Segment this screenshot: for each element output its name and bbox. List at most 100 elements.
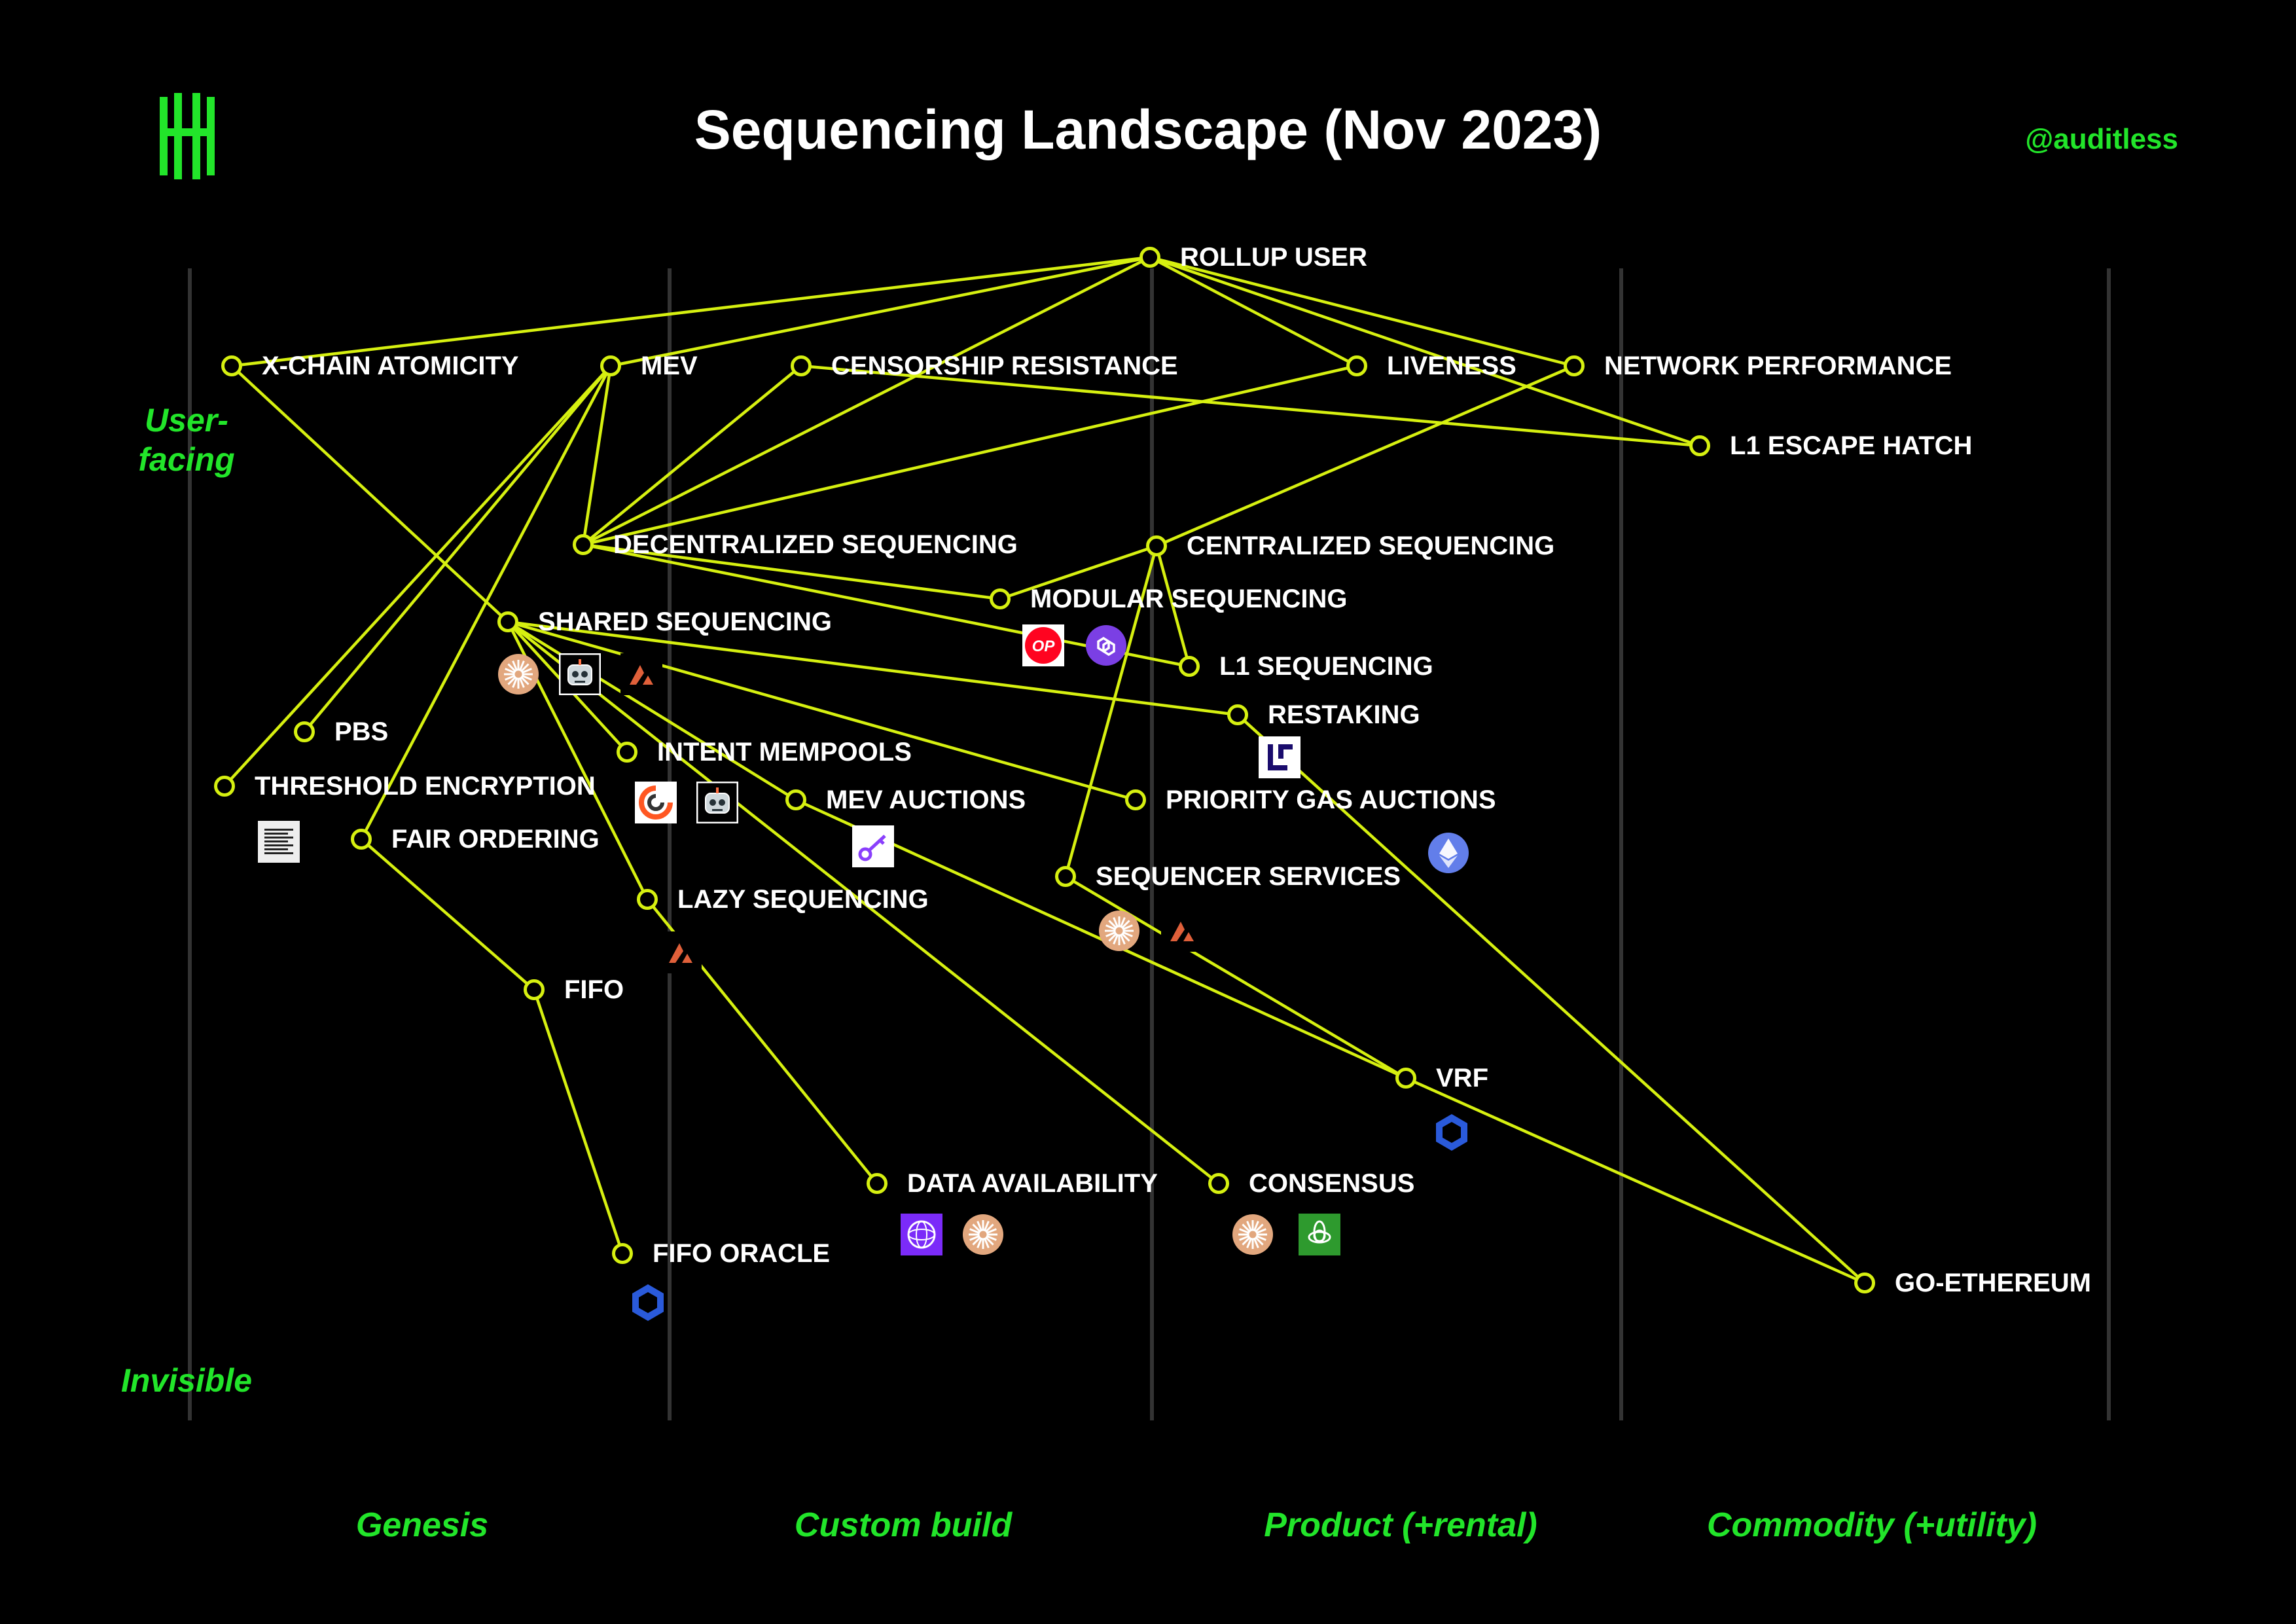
badge-consensus-tendermint xyxy=(1295,1210,1344,1259)
link-vrf-to-go-ethereum xyxy=(1405,1076,1865,1285)
stage-label-genesis: Genesis xyxy=(355,1506,489,1544)
badge-shared-robot xyxy=(556,650,604,698)
node-dot-fair-ordering xyxy=(351,829,372,850)
node-label-threshold-encryption: THRESHOLD ENCRYPTION xyxy=(255,772,596,801)
node-dot-decentralized-sequencing xyxy=(573,534,594,555)
node-dot-l1-escape-hatch xyxy=(1689,435,1710,456)
node-dot-vrf xyxy=(1395,1068,1416,1089)
link-sequencer-services-to-vrf xyxy=(1064,875,1407,1079)
astria-icon xyxy=(1161,910,1203,952)
node-dot-sequencer-services xyxy=(1055,866,1076,887)
badge-threshold-doc xyxy=(255,818,303,866)
link-rollup-user-to-mev xyxy=(610,255,1151,368)
badge-intent-anoma xyxy=(632,778,680,827)
node-label-pbs: PBS xyxy=(334,717,389,746)
node-dot-censorship-resistance xyxy=(791,355,812,376)
node-dot-l1-sequencing xyxy=(1179,656,1200,677)
node-label-fifo: FIFO xyxy=(564,975,624,1004)
node-label-centralized-sequencing: CENTRALIZED SEQUENCING xyxy=(1187,532,1555,560)
link-restaking-to-go-ethereum xyxy=(1236,713,1866,1284)
badge-consensus-sun xyxy=(1229,1210,1277,1259)
node-label-censorship-resistance: CENSORSHIP RESISTANCE xyxy=(831,352,1178,380)
node-label-mev-auctions: MEV AUCTIONS xyxy=(826,785,1026,814)
author-handle: @auditless xyxy=(2025,123,2178,155)
brand-logo xyxy=(157,93,217,179)
badge-modular-op: OP xyxy=(1019,621,1067,670)
node-dot-threshold-encryption xyxy=(214,776,235,797)
chainlink-icon xyxy=(632,1284,664,1321)
node-label-decentralized-sequencing: DECENTRALIZED SEQUENCING xyxy=(613,530,1018,559)
node-dot-fifo-oracle xyxy=(612,1243,633,1264)
robot-icon xyxy=(559,653,601,695)
node-dot-consensus xyxy=(1208,1173,1229,1194)
node-dot-intent-mempools xyxy=(617,742,637,763)
stage-gridlines xyxy=(188,268,2111,1420)
link-rollup-user-to-x-chain-atomicity xyxy=(231,255,1151,368)
link-rollup-user-to-network-performance xyxy=(1149,255,1575,368)
link-censorship-resistance-to-l1-escape-hatch xyxy=(800,364,1700,448)
link-liveness-to-decentralized-sequencing xyxy=(583,364,1357,547)
link-centralized-sequencing-to-l1-sequencing xyxy=(1155,545,1191,667)
sun-burst-icon xyxy=(1232,1214,1273,1255)
link-network-performance-to-centralized-sequencing xyxy=(1156,364,1575,548)
link-rollup-user-to-l1-escape-hatch xyxy=(1149,255,1700,448)
celestia-icon xyxy=(901,1214,942,1255)
badge-da-sun xyxy=(959,1210,1007,1259)
node-dot-shared-sequencing xyxy=(497,611,518,632)
document-icon xyxy=(258,821,300,863)
link-shared-sequencing-to-restaking xyxy=(507,620,1238,717)
node-label-sequencer-services: SEQUENCER SERVICES xyxy=(1096,862,1401,891)
node-dot-data-availability xyxy=(867,1173,888,1194)
node-dot-centralized-sequencing xyxy=(1146,535,1167,556)
node-label-restaking: RESTAKING xyxy=(1268,700,1420,729)
badge-da-celestia xyxy=(897,1210,946,1259)
node-label-go-ethereum: GO-ETHEREUM xyxy=(1895,1269,2091,1297)
node-dot-restaking xyxy=(1227,704,1248,725)
link-mev-to-decentralized-sequencing xyxy=(581,365,613,545)
stage-label-custom-build: Custom build xyxy=(794,1506,1013,1544)
svg-text:OP: OP xyxy=(1032,638,1056,655)
node-dot-mev-auctions xyxy=(785,789,806,810)
node-dot-priority-gas-auctions xyxy=(1125,789,1146,810)
node-dot-fifo xyxy=(524,979,545,1000)
eigenlayer-icon xyxy=(1259,736,1300,778)
ethereum-icon xyxy=(1428,833,1469,873)
badge-fifo-oracle-chainlink xyxy=(624,1278,672,1327)
link-shared-sequencing-to-mev-auctions xyxy=(507,621,797,801)
link-fair-ordering-to-fifo xyxy=(360,838,535,991)
node-dot-x-chain-atomicity xyxy=(221,355,242,376)
node-dot-network-performance xyxy=(1564,355,1585,376)
node-label-fifo-oracle: FIFO ORACLE xyxy=(653,1239,831,1268)
link-rollup-user-to-liveness xyxy=(1149,256,1358,367)
node-label-mev: MEV xyxy=(641,352,698,380)
node-label-lazy-sequencing: LAZY SEQUENCING xyxy=(677,885,929,914)
node-links xyxy=(223,255,1866,1285)
axis-label-invisible: Invisible xyxy=(120,1362,253,1399)
link-mev-to-fair-ordering xyxy=(360,365,612,840)
astria-icon xyxy=(620,653,662,695)
anoma-icon xyxy=(635,782,677,823)
node-dot-pbs xyxy=(294,721,315,742)
node-label-shared-sequencing: SHARED SEQUENCING xyxy=(538,607,832,636)
sun-burst-icon xyxy=(1099,911,1139,951)
badge-seqsvc-astria xyxy=(1158,907,1206,955)
link-rollup-user-to-decentralized-sequencing xyxy=(582,255,1151,547)
robot-icon xyxy=(696,782,738,823)
link-mev-to-pbs xyxy=(303,365,612,733)
axis-label-user-facing: User- facing xyxy=(138,402,235,478)
op-icon: OP xyxy=(1022,624,1064,666)
stage-label-product-rental: Product (+rental) xyxy=(1264,1506,1537,1544)
node-label-modular-sequencing: MODULAR SEQUENCING xyxy=(1030,585,1348,613)
node-dot-liveness xyxy=(1346,355,1367,376)
node-label-rollup-user: ROLLUP USER xyxy=(1180,243,1367,272)
badge-shared-sun xyxy=(494,650,543,698)
badge-modular-polygon xyxy=(1082,621,1130,670)
badge-restaking-eigen xyxy=(1255,733,1304,782)
badge-intent-robot xyxy=(693,778,742,827)
page-title: Sequencing Landscape (Nov 2023) xyxy=(694,99,1602,160)
node-dot-mev xyxy=(600,355,621,376)
node-label-l1-sequencing: L1 SEQUENCING xyxy=(1219,652,1433,681)
brand-logo-icon xyxy=(160,93,215,179)
